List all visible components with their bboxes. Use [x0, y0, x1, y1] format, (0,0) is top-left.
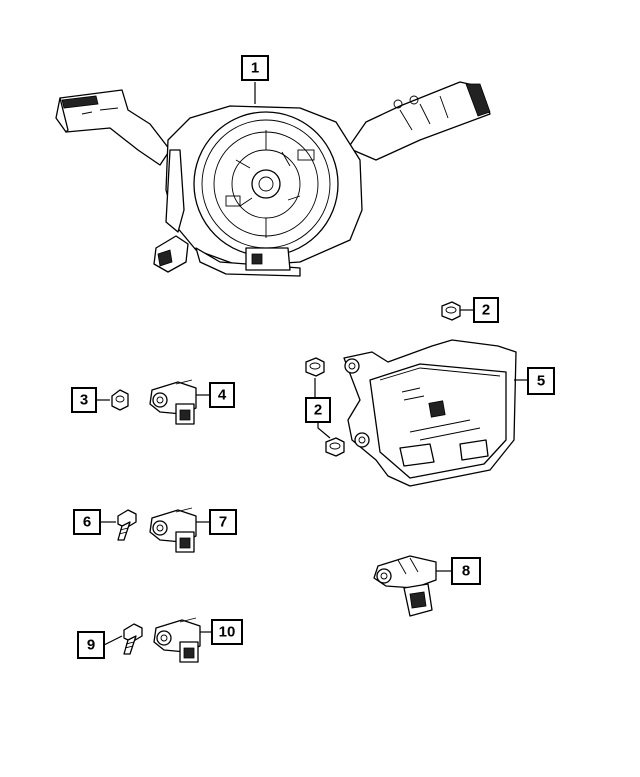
- callout-label: 4: [218, 387, 227, 404]
- impact-sensor-4: [149, 379, 197, 425]
- callout-label: 2: [314, 402, 322, 419]
- callout-6: 6: [73, 509, 101, 535]
- callout-label: 5: [537, 373, 545, 390]
- callout-label: 9: [87, 637, 95, 654]
- callout-9: 9: [77, 631, 105, 659]
- callout-label: 6: [83, 514, 91, 531]
- callout-8: 8: [451, 557, 481, 585]
- callout-4: 4: [209, 382, 235, 408]
- callout-7: 7: [209, 509, 237, 535]
- impact-sensor-10: [153, 617, 201, 663]
- callout-5: 5: [527, 367, 555, 395]
- nut-2-lower: [325, 437, 345, 457]
- impact-sensor-7: [149, 507, 197, 553]
- clockspring-switch-assembly: [55, 81, 491, 277]
- callout-1: 1: [241, 55, 269, 81]
- bolt-9: [123, 623, 143, 655]
- callout-label: 1: [251, 60, 259, 77]
- callout-label: 3: [80, 392, 88, 409]
- nut-3: [111, 389, 129, 411]
- callout-2-top: 2: [473, 297, 499, 323]
- nut-2-upper: [305, 357, 325, 377]
- occupant-restraint-module: [343, 339, 517, 487]
- nut-2-top: [441, 301, 461, 321]
- callout-label: 10: [219, 624, 236, 641]
- callout-label: 2: [482, 302, 490, 319]
- callout-label: 7: [219, 514, 227, 531]
- callout-3: 3: [71, 387, 97, 413]
- callout-2-middle: 2: [305, 397, 331, 423]
- callout-10: 10: [211, 619, 243, 645]
- impact-sensor-8: [373, 555, 437, 617]
- bolt-6: [117, 509, 137, 541]
- callout-label: 8: [462, 563, 470, 580]
